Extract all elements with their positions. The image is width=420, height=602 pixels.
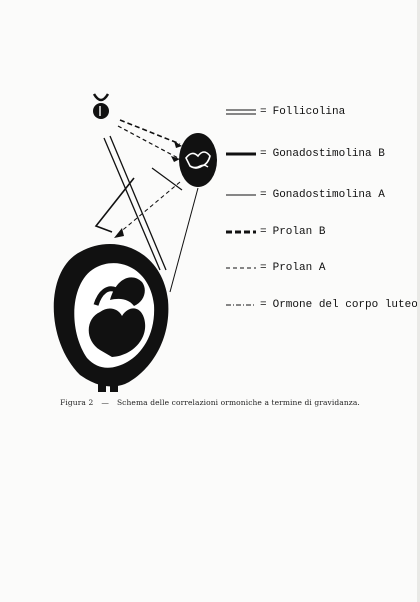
caption-dash: — [101, 398, 109, 407]
thick-dash-line-icon [226, 230, 256, 234]
corpo-luteo-path [117, 181, 181, 235]
legend-equals: = [260, 106, 267, 118]
follicolina-path [103, 135, 167, 271]
thin-line-icon [226, 194, 256, 196]
pituitary-icon [92, 93, 110, 119]
dash-dot-line-icon [226, 304, 256, 306]
legend-label: Prolan B [272, 226, 326, 238]
legend-equals: = [260, 299, 267, 311]
legend-item-prolan-a: = Prolan A [226, 260, 325, 276]
gonadostimolina-b-path [94, 177, 135, 233]
legend-item-prolan-b: = Prolan B [226, 224, 325, 240]
legend-equals: = [260, 148, 267, 160]
legend-item-ormone-corpo-luteo: = Ormone del corpo luteo [226, 297, 418, 313]
dash-line-icon [226, 267, 256, 269]
legend-label: Gonadostimolina A [272, 189, 385, 201]
legend-item-gonadostimolina-b: = Gonadostimolina B [226, 146, 385, 162]
double-line-icon [226, 109, 256, 115]
legend-label: Gonadostimolina B [272, 148, 385, 160]
caption-figure-number: Figura 2 [60, 398, 94, 407]
legend-equals: = [260, 189, 267, 201]
legend-equals: = [260, 262, 267, 274]
figure-caption: Figura 2 — Schema delle correlazioni ormon… [0, 398, 420, 407]
prolan-arrow-1 [119, 119, 181, 145]
hormone-diagram [53, 93, 217, 392]
legend-item-follicolina: = Follicolina [226, 104, 345, 120]
legend-label: Ormone del corpo luteo [272, 299, 418, 311]
ovary-icon [179, 133, 217, 187]
caption-text: Schema delle correlazioni ormoniche a te… [116, 398, 360, 407]
prolan-arrow-2 [117, 125, 179, 159]
legend-equals: = [260, 226, 267, 238]
legend-label: Prolan A [272, 262, 326, 274]
gonadostimolina-a-path [169, 187, 199, 293]
legend-item-gonadostimolina-a: = Gonadostimolina A [226, 187, 385, 203]
thick-line-icon [226, 152, 256, 156]
uterus-icon [53, 243, 169, 392]
legend-label: Follicolina [272, 106, 346, 118]
page-edge [417, 0, 420, 602]
